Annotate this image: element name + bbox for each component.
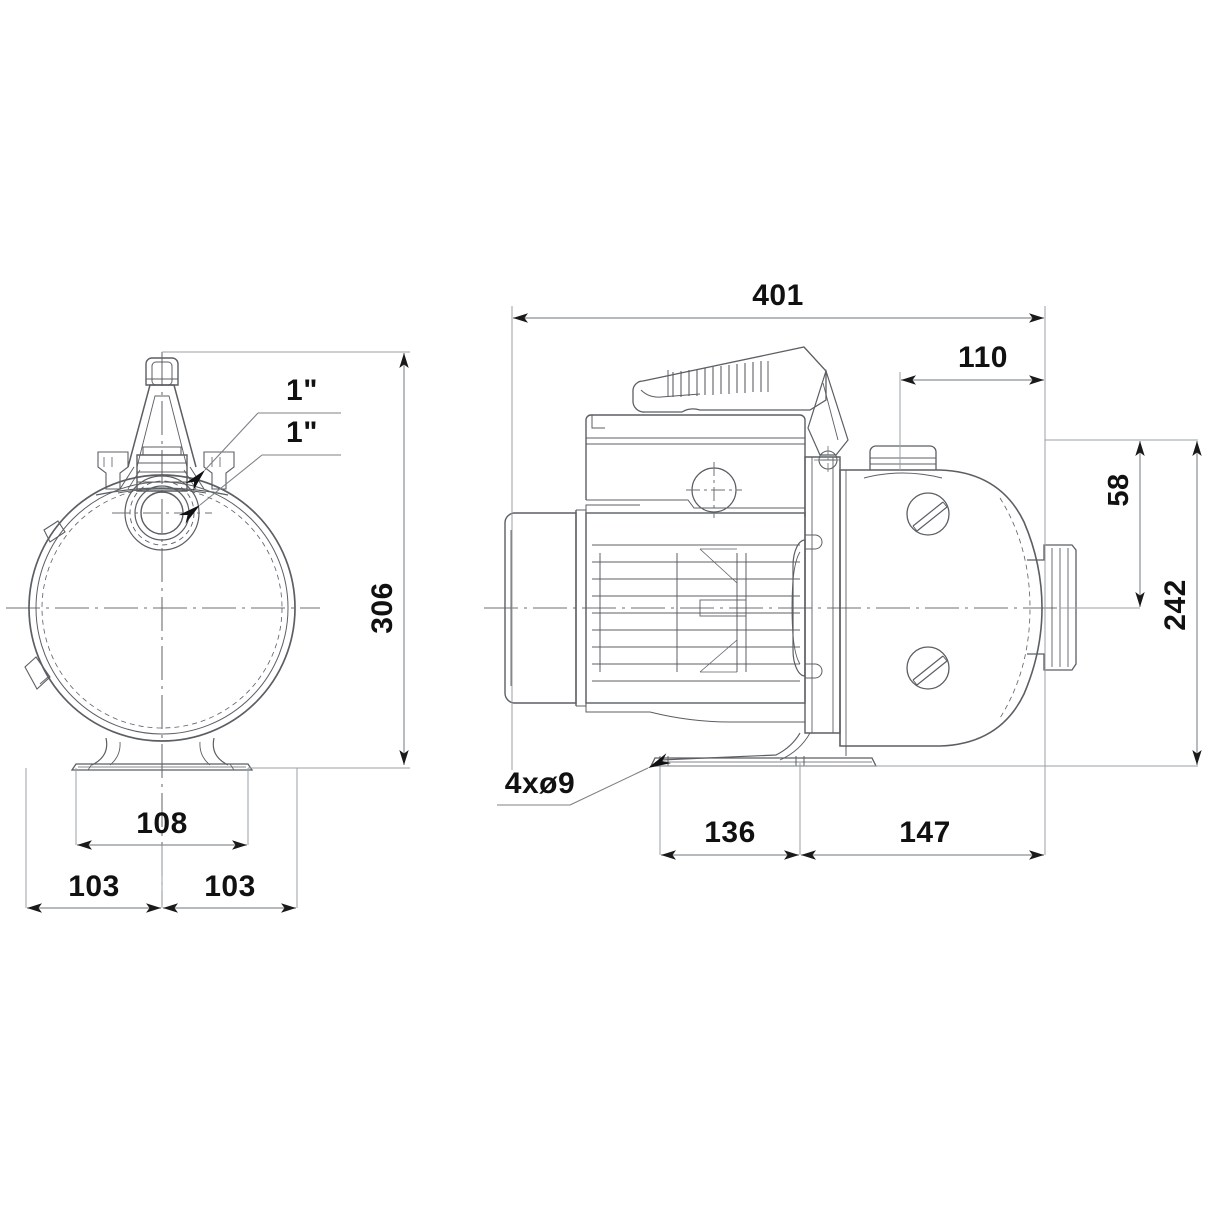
dimension-401: 401 <box>513 279 1044 323</box>
front-view <box>6 351 410 908</box>
dimension-306: 306 <box>366 353 409 765</box>
dimension-306-label: 306 <box>366 582 399 634</box>
carry-handle <box>632 346 849 474</box>
dimension-110-label: 110 <box>958 341 1008 374</box>
dimension-401-label: 401 <box>752 279 804 312</box>
dimension-110: 110 <box>901 341 1044 385</box>
dimension-136-label: 136 <box>704 816 756 849</box>
terminal-box <box>585 414 806 518</box>
callout-mounting-holes: 4xø9 <box>497 753 672 806</box>
dimension-108: 108 <box>77 807 247 850</box>
dimension-103-right-label: 103 <box>204 870 256 903</box>
callout-port-lower-label: 1" <box>286 416 318 449</box>
dimension-147-label: 147 <box>899 816 951 849</box>
side-view <box>484 306 1198 855</box>
dimension-58: 58 <box>1103 441 1145 607</box>
front-left-lug-lower <box>24 656 51 690</box>
motor-body <box>575 504 823 723</box>
callout-port-lower: 1" <box>178 416 341 524</box>
motor-end-cap <box>504 512 577 704</box>
dimension-242: 242 <box>1159 441 1202 765</box>
front-discharge-tower <box>95 357 235 496</box>
callout-port-upper: 1" <box>185 374 341 491</box>
dimension-242-label: 242 <box>1159 579 1192 631</box>
front-feet-and-base <box>70 737 254 771</box>
dimension-108-label: 108 <box>136 807 188 840</box>
dimension-58-label: 58 <box>1103 473 1135 506</box>
plug-upper <box>906 492 950 536</box>
front-left-lug-upper <box>43 520 66 543</box>
front-view-dimensions: 306 108 103 103 1" 1" <box>27 353 409 913</box>
dimension-103-left: 103 <box>27 870 161 913</box>
side-view-dimensions: 401 110 58 242 136 147 <box>497 279 1202 860</box>
callout-mounting-holes-label: 4xø9 <box>505 767 575 800</box>
plug-lower <box>906 646 950 690</box>
dimension-147: 147 <box>801 816 1044 860</box>
callout-port-upper-label: 1" <box>286 374 318 407</box>
side-extension-lines <box>511 306 1198 855</box>
dimension-103-left-label: 103 <box>68 870 120 903</box>
front-extension-lines <box>25 351 410 908</box>
dimension-103-right: 103 <box>163 870 296 913</box>
dimension-136: 136 <box>661 816 799 860</box>
